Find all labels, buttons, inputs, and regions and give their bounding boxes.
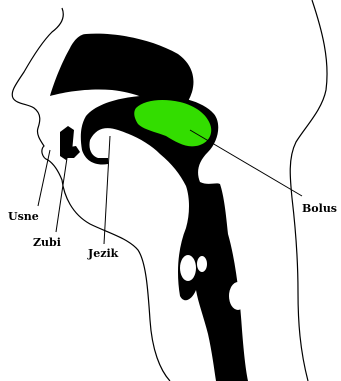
tongue-and-pharynx [81,96,248,381]
lips-label: Usne [8,210,39,223]
tongue-label: Jezik [87,247,119,260]
teeth-label: Zubi [33,236,61,249]
airway-gap-upper [180,255,196,281]
lips-leader-line [38,150,50,206]
neck-back-outline [290,0,327,381]
airway-gap-middle [197,256,207,272]
lower-teeth [64,146,80,158]
bolus-label: Bolus [302,202,337,215]
airway-gap-lower [229,282,247,310]
tongue-leader-line [104,136,110,244]
